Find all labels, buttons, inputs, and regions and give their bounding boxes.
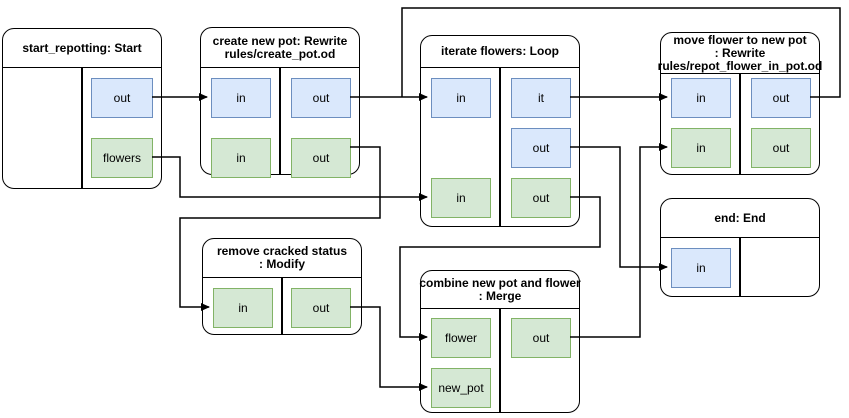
edge-create-out-to-remove-in[interactable] [179, 146, 381, 311]
node-title: remove cracked status: Modify [203, 239, 361, 278]
edge-iterate-out-to-combine-flower[interactable] [399, 196, 601, 341]
column-divider [279, 68, 281, 174]
node-title-line: start_repotting: Start [22, 40, 142, 55]
edge-start-flowers-to-iterate-in[interactable] [152, 156, 428, 201]
port-start-repotting-out[interactable]: out [91, 78, 153, 118]
edge-iterate-out-to-end-in[interactable] [570, 146, 668, 271]
node-title-line: create new pot: Rewrite [212, 33, 348, 48]
port-end-in[interactable]: in [671, 248, 731, 288]
column-divider [739, 238, 741, 296]
port-iterate-flowers-in[interactable]: in [431, 178, 491, 218]
node-combine-new-pot-and-flower[interactable]: combine new pot and flower: Merge flower n… [419, 270, 581, 413]
port-iterate-flowers-out[interactable]: out [511, 128, 571, 168]
port-move-flower-to-new-pot-in[interactable]: in [671, 128, 731, 168]
node-title-line: : Rewrite [714, 45, 766, 60]
node-title-line: iterate flowers: Loop [440, 44, 559, 58]
port-remove-cracked-status-in[interactable]: in [213, 288, 273, 328]
port-remove-cracked-status-out[interactable]: out [291, 288, 351, 328]
port-combine-new-pot-and-flower-out[interactable]: out [511, 318, 571, 358]
port-create-new-pot-in[interactable]: in [211, 78, 271, 118]
edge-combine-out-to-move-in[interactable] [570, 143, 668, 338]
node-title-line: end: End [714, 210, 766, 225]
port-iterate-flowers-it[interactable]: it [511, 78, 571, 118]
column-divider [81, 68, 83, 188]
column-divider [281, 278, 283, 334]
edge-remove-out-to-combine-new-pot[interactable] [350, 306, 428, 391]
node-title-line: move flower to new pot [673, 32, 807, 47]
node-title-line: : Merge [478, 288, 522, 303]
node-body: flower new_pot out [421, 309, 579, 412]
node-body: out flowers [3, 68, 161, 188]
node-title-line: remove cracked status [216, 244, 348, 258]
port-start-repotting-flowers[interactable]: flowers [91, 138, 153, 178]
node-title-line: rules/repot_flower_in_pot.od [657, 58, 823, 73]
node-title-line: combine new pot and flower [419, 275, 581, 290]
column-divider [499, 309, 501, 412]
edge-move-out-feedback-to-iterate-in[interactable] [401, 7, 841, 98]
port-combine-new-pot-and-flower-flower[interactable]: flower [431, 318, 491, 358]
port-create-new-pot-out[interactable]: out [291, 138, 351, 178]
port-iterate-flowers-in[interactable]: in [431, 78, 491, 118]
node-end[interactable]: end: End in [660, 198, 820, 297]
node-body: in [661, 238, 819, 296]
node-title-line: : Modify [259, 257, 305, 271]
port-move-flower-to-new-pot-out[interactable]: out [751, 128, 811, 168]
port-combine-new-pot-and-flower-new-pot[interactable]: new_pot [431, 368, 491, 408]
port-move-flower-to-new-pot-in[interactable]: in [671, 78, 731, 118]
node-title: start_repotting: Start [3, 29, 161, 68]
node-title: end: End [661, 199, 819, 238]
column-divider [499, 68, 501, 226]
port-move-flower-to-new-pot-out[interactable]: out [751, 78, 811, 118]
column-divider [739, 74, 741, 174]
port-iterate-flowers-out[interactable]: out [511, 178, 571, 218]
port-create-new-pot-out[interactable]: out [291, 78, 351, 118]
node-title: combine new pot and flower: Merge [419, 271, 581, 309]
node-title-line: rules/create_pot.od [224, 46, 336, 61]
node-title: iterate flowers: Loop [421, 36, 579, 68]
node-start-repotting[interactable]: start_repotting: Start out flowers [2, 28, 162, 189]
port-create-new-pot-in[interactable]: in [211, 138, 271, 178]
